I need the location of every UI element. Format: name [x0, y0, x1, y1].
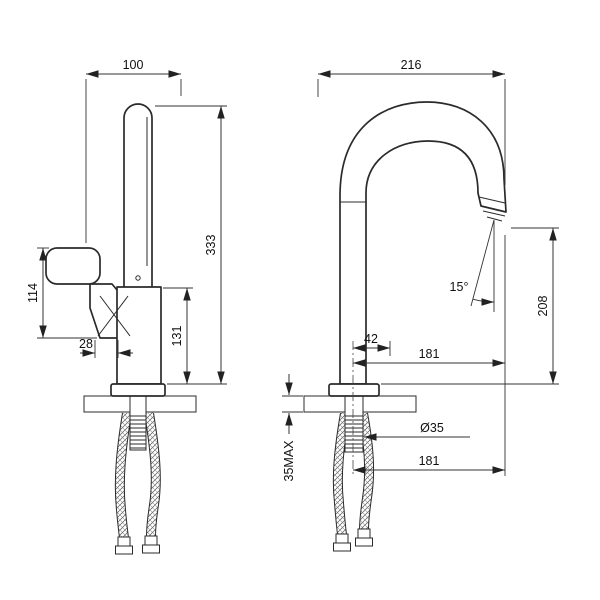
shank-thread-lines [130, 415, 146, 449]
dim-label-208: 208 [536, 296, 550, 317]
side-view: 100 333 131 114 28 [26, 58, 227, 555]
hose-fitting-nut [333, 542, 351, 552]
dim-label-28: 28 [79, 337, 93, 351]
mounting-shank [129, 393, 147, 451]
dim-label-dia35: Ø35 [420, 421, 444, 435]
hose-fitting-nut [355, 537, 373, 547]
dimension-body-height: 131 [163, 287, 193, 384]
dim-label-35max: 35MAX [282, 440, 296, 482]
front-view: 216 208 15° 42 181 Ø35 [282, 58, 559, 552]
body-button-dot [135, 275, 141, 281]
gooseneck-spout-outline [339, 101, 507, 385]
dimension-handle-height: 114 [26, 247, 97, 339]
dim-label-131: 131 [170, 326, 184, 347]
dimension-total-height: 333 [155, 105, 227, 385]
supply-hose-left [114, 412, 133, 555]
dimension-reach-lower: 181 [353, 454, 505, 474]
supply-hose-right [142, 412, 161, 554]
dimension-deck-thickness: 35MAX [282, 374, 303, 482]
aerator-detail [478, 196, 506, 222]
dim-label-181-upper: 181 [419, 347, 440, 361]
joint-cross-detail [97, 295, 131, 337]
hose-fitting-nut [142, 544, 160, 554]
base-flange [328, 383, 380, 397]
hose-fitting [144, 535, 158, 546]
dimension-spout-height: 208 [381, 227, 559, 385]
dim-label-114: 114 [26, 283, 40, 303]
dimension-top-width: 100 [85, 58, 182, 243]
faucet-body [116, 286, 162, 385]
dimension-reach-upper: 181 [353, 235, 506, 476]
dim-label-333: 333 [204, 235, 218, 256]
handle-paddle [45, 247, 101, 285]
dim-label-42: 42 [364, 332, 378, 346]
base-flange [110, 383, 166, 397]
dim-label-216: 216 [401, 58, 422, 72]
dim-label-181-lower: 181 [419, 454, 440, 468]
supply-hose-left [332, 412, 351, 552]
dimension-center-offset: 42 [353, 332, 391, 356]
dimension-spout-angle: 15° [450, 219, 495, 312]
mounting-shank [344, 393, 364, 453]
shank-thread-lines [345, 415, 363, 449]
hose-fitting-nut [115, 545, 133, 555]
spout-column [123, 103, 153, 291]
hose-fitting [117, 536, 131, 547]
dimension-shank-diameter: Ø35 [364, 421, 470, 441]
hose-fitting [357, 528, 371, 539]
dim-label-15deg: 15° [450, 280, 469, 294]
dimension-handle-base: 28 [79, 337, 133, 358]
dim-label-100: 100 [123, 58, 144, 72]
hose-fitting [335, 533, 349, 544]
dimension-top-reach: 216 [317, 58, 506, 185]
